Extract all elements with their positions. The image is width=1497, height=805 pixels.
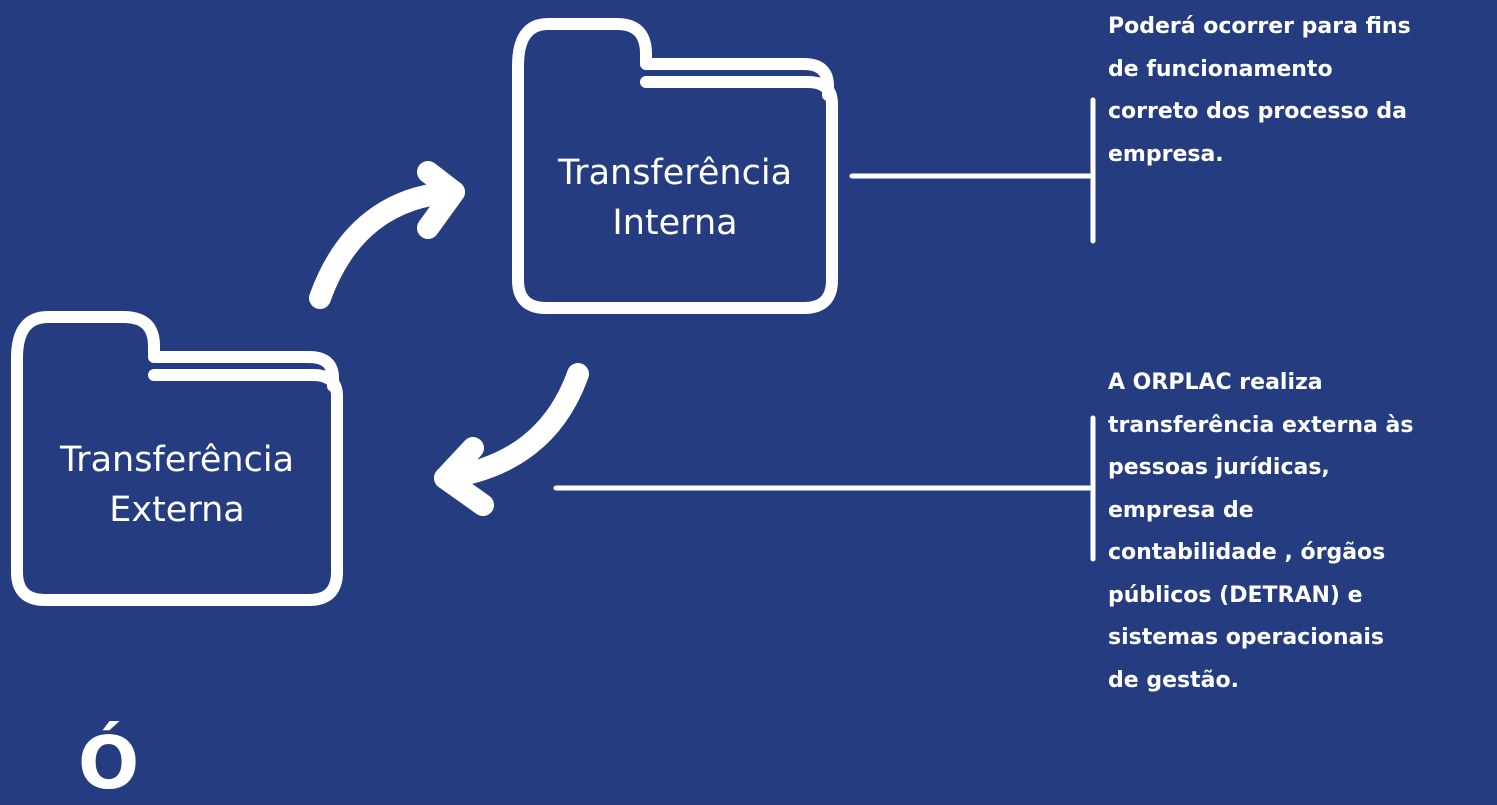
folder-internal-icon: [512, 18, 838, 314]
folder-internal-label-line2: Interna: [612, 203, 738, 243]
folder-internal-label: Transferência Interna: [523, 148, 827, 248]
note-external-line: empresa de: [1108, 497, 1254, 523]
diagram-canvas: [11, 18, 1096, 606]
folder-internal-label-line1: Transferência: [557, 153, 793, 193]
partial-heading-text: Ó: [78, 721, 140, 805]
note-internal: Poderá ocorrer para fins de funcionament…: [1108, 6, 1411, 176]
note-internal-line: empresa.: [1108, 141, 1224, 167]
folder-external-icon: [11, 311, 343, 606]
arrow-down-icon: [434, 363, 589, 516]
folder-external-label: Transferência Externa: [22, 435, 332, 535]
note-external-line: de gestão.: [1108, 667, 1239, 693]
connector-internal: [849, 97, 1096, 244]
note-internal-line: Poderá ocorrer para fins: [1108, 14, 1411, 39]
note-external-line: pessoas jurídicas,: [1108, 455, 1330, 480]
connector-external: [553, 415, 1096, 562]
note-internal-line: de funcionamento: [1108, 56, 1333, 82]
folder-external-label-line2: Externa: [109, 490, 245, 530]
note-external: A ORPLAC realiza transferência externa à…: [1108, 362, 1414, 702]
note-external-line: sistemas operacionais: [1108, 625, 1385, 650]
folder-external-label-line1: Transferência: [59, 440, 295, 480]
note-internal-line: correto dos processo da: [1108, 99, 1407, 124]
note-external-line: públicos (DETRAN) e: [1108, 582, 1363, 608]
note-external-line: transferência externa às: [1108, 412, 1414, 438]
note-external-line: A ORPLAC realiza: [1108, 370, 1323, 395]
arrow-up-icon: [309, 161, 465, 309]
note-external-line: contabilidade , órgãos: [1108, 540, 1386, 565]
